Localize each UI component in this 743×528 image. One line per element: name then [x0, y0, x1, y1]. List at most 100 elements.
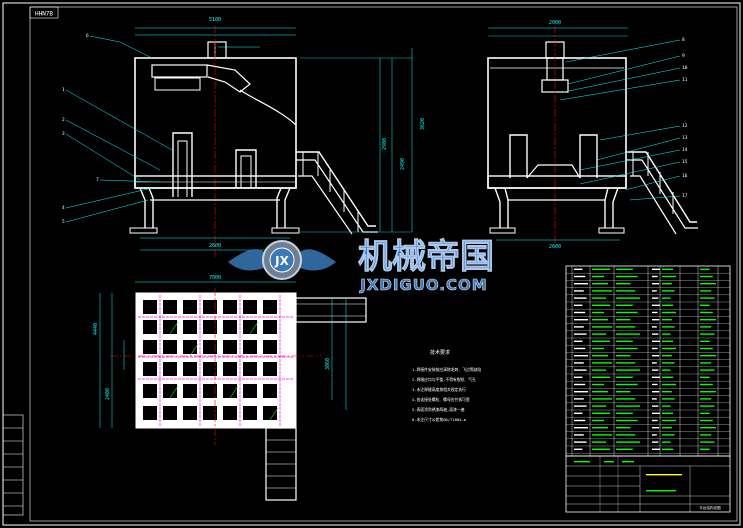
bom-cell-text — [700, 304, 710, 306]
bom-cell-text — [616, 297, 640, 299]
bom-cell-text — [652, 412, 660, 414]
bom-cell-text — [662, 340, 674, 342]
callout-16: 16 — [682, 173, 688, 179]
bom-cell-text — [662, 326, 675, 328]
frame-tag: HHN7B — [35, 11, 53, 18]
bom-cell-text — [574, 283, 588, 285]
dim-front-height-total: 3620 — [420, 118, 426, 130]
bom-cell-text — [574, 369, 587, 371]
side-elevation: 2000 2600 — [487, 20, 698, 250]
bom-cell-text — [700, 448, 710, 450]
plan-hatch-lines — [138, 295, 294, 426]
bom-cell-text — [700, 333, 715, 335]
bom-cell-text — [574, 362, 584, 364]
callout-3: 3 — [62, 131, 65, 137]
bom-cell-text — [662, 362, 675, 364]
bom-cell-text — [662, 275, 676, 278]
bom-cell-text — [700, 405, 715, 407]
note-line-6: 6.未注尺寸公差按GB/T1804-m — [412, 417, 467, 422]
bom-cell-text — [662, 427, 672, 429]
bom-cell-text — [700, 362, 712, 364]
bom-cell-text — [592, 448, 610, 450]
note-line-2: 2.焊缝应均匀平整,不得有裂纹、气孔 — [412, 377, 476, 382]
stair-rail-front — [296, 151, 376, 227]
bom-cell-text — [592, 326, 612, 328]
title-block: 平台结构总图 — [565, 455, 731, 513]
revision-stamp — [2, 414, 24, 516]
drawing-inner-border — [29, 6, 738, 522]
bom-cell-text — [616, 412, 633, 414]
bom-cell-text — [616, 362, 636, 364]
bom-cell-text — [616, 376, 633, 378]
bom-cell-text — [700, 355, 716, 357]
bom-cell-text — [616, 275, 638, 278]
bom-cell-text — [616, 283, 631, 285]
bom-cell-text — [616, 398, 636, 400]
plan-view: 7000 — [93, 275, 367, 501]
dim-plan-height-right: 3060 — [325, 358, 331, 370]
bom-cell-text — [700, 283, 716, 285]
bom-cell-text — [574, 290, 584, 292]
bom-cell-text — [662, 441, 671, 443]
bom-cell-text — [662, 419, 676, 422]
bom-cell-text — [616, 355, 631, 357]
bom-cell-text — [574, 405, 587, 407]
bom-cell-text — [574, 326, 584, 328]
bom-cell-text — [700, 412, 710, 414]
bom-cell-text — [662, 376, 674, 378]
bom-cell-text — [574, 398, 584, 400]
bom-cell-text — [616, 347, 638, 350]
bom-cell-text — [652, 275, 658, 278]
bom-cell-text — [700, 326, 712, 328]
bom-cell-text — [592, 319, 608, 321]
bom-cell-text — [574, 355, 588, 357]
bom-cell-text — [662, 383, 676, 386]
bom-cell-text — [592, 434, 612, 436]
dim-front-base: 2600 — [209, 243, 221, 249]
bom-cell-text — [616, 326, 636, 328]
bom-cell-text — [652, 419, 658, 422]
bom-cell-text — [616, 405, 640, 407]
bom-cell-text — [592, 283, 608, 285]
bom-cell-text — [652, 340, 660, 342]
bom-cell-text — [652, 441, 659, 443]
bom-cell-text — [662, 448, 674, 450]
bom-cell-text — [700, 419, 713, 422]
bom-cell-text — [592, 347, 604, 350]
bom-cell-text — [700, 311, 713, 314]
bom-cell-text — [662, 319, 672, 321]
bom-cell-text — [592, 304, 610, 306]
bom-cell-text — [700, 383, 713, 386]
bom-cell-text — [700, 427, 716, 429]
callout-14: 14 — [682, 147, 688, 153]
frame-tag-box — [29, 6, 59, 19]
bom-cell-text — [574, 376, 583, 378]
bom-cell-text — [574, 412, 583, 414]
callout-15: 15 — [682, 159, 688, 165]
note-line-1: 1.焊接件安装前应清除毛刺、飞边等缺陷 — [412, 367, 481, 372]
bom-cell-text — [662, 434, 675, 436]
dim-side-base: 2600 — [549, 244, 561, 250]
dim-front-height-low: 2490 — [400, 158, 406, 170]
bom-cell-text — [616, 391, 631, 393]
bom-cell-text — [616, 383, 638, 386]
bom-cell-text — [652, 362, 657, 364]
bom-cell-text — [652, 376, 660, 378]
bom-cell-text — [652, 283, 660, 285]
bom-cell-text — [662, 290, 675, 292]
bom-cell-text — [652, 448, 660, 450]
bom-cell-text — [662, 405, 671, 407]
technical-notes: 技术要求 1.焊接件安装前应清除毛刺、飞边等缺陷 2.焊缝应均匀平整,不得有裂纹… — [412, 349, 481, 422]
bom-cell-text — [592, 412, 610, 414]
bom-cell-text — [652, 427, 660, 429]
callout-1: 1 — [62, 87, 65, 93]
bom-cell-text — [662, 268, 674, 270]
bom-cell-text — [592, 398, 612, 400]
note-line-4: 4.各连接处螺栓、螺母应拧紧可靠 — [412, 397, 470, 402]
bom-cell-text — [574, 427, 588, 429]
bom-cell-text — [652, 369, 659, 371]
parts-list-table — [565, 265, 731, 457]
bom-cell-text — [616, 311, 638, 314]
bom-cell-text — [616, 369, 640, 371]
